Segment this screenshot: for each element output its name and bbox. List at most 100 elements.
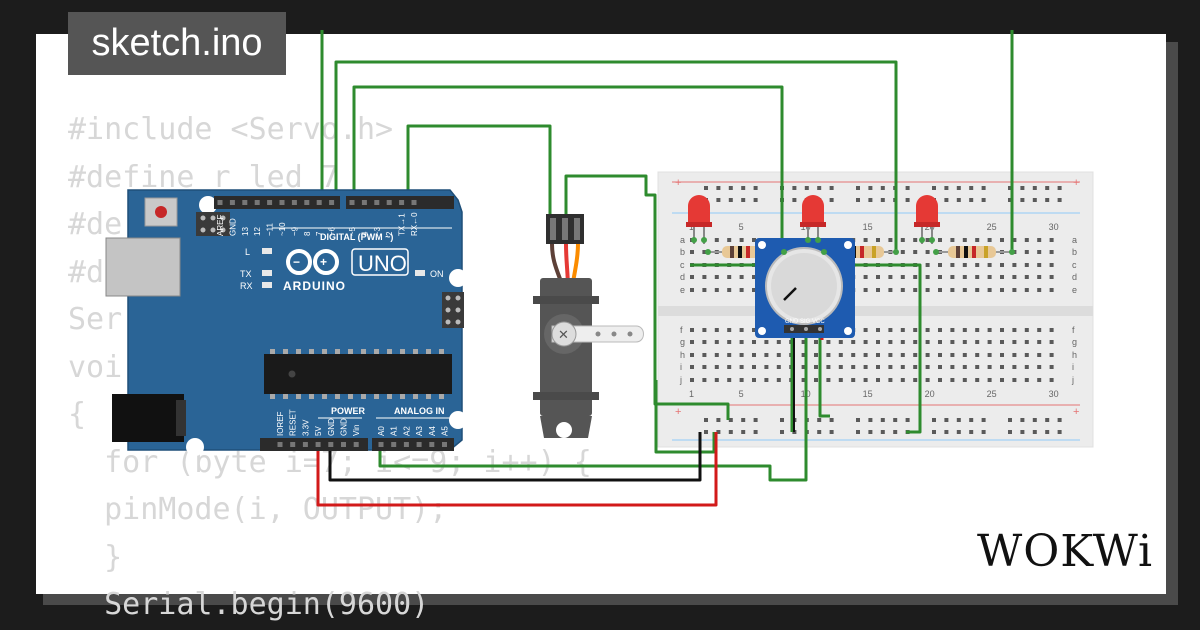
- analog-pin[interactable]: [378, 442, 384, 447]
- row-letter: e: [1072, 285, 1077, 295]
- analog-pin[interactable]: [442, 442, 447, 447]
- digital-pin[interactable]: [254, 200, 260, 205]
- reset-button-cap[interactable]: [155, 206, 167, 218]
- digital-pin[interactable]: [267, 200, 273, 205]
- wokwi-logo: WOKWi: [977, 526, 1154, 577]
- power-pin[interactable]: [290, 442, 296, 447]
- power-pin[interactable]: [302, 442, 308, 447]
- analog-header-label: ANALOG IN: [394, 406, 445, 416]
- analog-header: [372, 438, 454, 451]
- led-tx: [262, 270, 272, 276]
- wires: [316, 30, 1014, 507]
- mount-hole: [449, 269, 467, 287]
- file-name-tab[interactable]: sketch.ino: [68, 12, 286, 75]
- power-pin[interactable]: [277, 442, 283, 447]
- digital-pin-label: ~11: [266, 222, 275, 236]
- row-letter: b: [680, 247, 685, 257]
- digital-pin-label: 7: [315, 231, 324, 236]
- row-letter: i: [680, 362, 682, 372]
- row-letter: a: [680, 235, 685, 245]
- digital-header-left: [214, 196, 340, 209]
- led-on-label: ON: [430, 269, 444, 279]
- digital-pin-label: 4: [360, 231, 369, 236]
- row-letter: d: [1072, 272, 1077, 282]
- code-line: Ser: [68, 302, 123, 337]
- code-line: #include <Servo.h>: [68, 112, 394, 147]
- power-pin-label: 3.3V: [301, 419, 310, 436]
- row-letter: f: [680, 325, 683, 335]
- row-letter: d: [680, 272, 685, 282]
- analog-pin-label: A2: [402, 426, 411, 436]
- power-pin[interactable]: [353, 442, 359, 447]
- power-pin[interactable]: [328, 442, 334, 447]
- servo-motor[interactable]: ✕: [533, 214, 644, 438]
- rail-plus-label: +: [1073, 406, 1079, 418]
- power-pin[interactable]: [341, 442, 346, 447]
- svg-text:−: −: [293, 255, 300, 269]
- pot-pin-labels: GND SIG VCC: [785, 319, 825, 325]
- icsp-header: [196, 212, 230, 236]
- wire-green: [352, 85, 784, 244]
- analog-pin[interactable]: [391, 442, 397, 447]
- wire-green: [334, 60, 898, 252]
- led-rx-label: RX: [240, 281, 253, 291]
- digital-pin[interactable]: [291, 200, 297, 205]
- row-letter: f: [1072, 325, 1075, 335]
- digital-pin[interactable]: [411, 200, 417, 205]
- digital-pin[interactable]: [304, 200, 310, 205]
- mount-hole: [449, 411, 467, 429]
- digital-pin-label: ~3: [373, 226, 382, 236]
- digital-pin[interactable]: [316, 200, 322, 205]
- power-pin-label: 5V: [314, 426, 323, 436]
- digital-pin-label: AREF: [216, 215, 225, 236]
- row-letter: g: [680, 337, 685, 347]
- digital-pin[interactable]: [374, 200, 380, 205]
- analog-pin[interactable]: [403, 442, 409, 447]
- svg-text:✕: ✕: [558, 327, 569, 342]
- digital-pin[interactable]: [361, 200, 367, 205]
- digital-pin-label: 2: [385, 231, 394, 236]
- arduino-infinity-icon: − +: [286, 249, 339, 275]
- power-pin[interactable]: [315, 442, 321, 447]
- digital-pin[interactable]: [229, 200, 235, 205]
- svg-text:+: +: [320, 255, 327, 269]
- uno-badge: [351, 248, 409, 276]
- digital-pin[interactable]: [399, 200, 405, 205]
- wire-green: [818, 330, 830, 418]
- row-letter: g: [1072, 337, 1077, 347]
- rail-plus-label: +: [1073, 177, 1079, 189]
- digital-pin-label: RX←0: [410, 212, 419, 236]
- wire-red: [316, 432, 718, 507]
- analog-pin[interactable]: [429, 442, 435, 447]
- wire-green: [564, 174, 730, 420]
- power-jack-rim: [176, 400, 186, 436]
- rail-plus-label: +: [675, 177, 681, 189]
- board-brand: ARDUINO: [283, 279, 346, 293]
- digital-pin[interactable]: [217, 200, 223, 205]
- power-pin-label: RESET: [289, 409, 298, 436]
- digital-pin-label: ~5: [348, 226, 357, 236]
- power-pin-label: GND: [327, 418, 336, 436]
- digital-pin-label: ~10: [278, 222, 287, 236]
- digital-pin[interactable]: [279, 200, 285, 205]
- potentiometer-module[interactable]: GND SIG VCC: [755, 238, 855, 338]
- digital-pin[interactable]: [349, 200, 355, 205]
- code-line: #define r_led 7: [68, 159, 339, 195]
- digital-pin[interactable]: [242, 200, 248, 205]
- resistor-3[interactable]: [936, 246, 1012, 258]
- row-letter: h: [1072, 350, 1077, 360]
- analog-pin[interactable]: [416, 442, 422, 447]
- power-pin-label: Vin: [352, 425, 361, 436]
- led-l-label: L: [245, 247, 250, 257]
- digital-pin[interactable]: [329, 200, 335, 205]
- wire-black: [328, 432, 702, 482]
- digital-pin[interactable]: [386, 200, 392, 205]
- wire-green: [406, 124, 552, 218]
- column-number: 30: [1049, 222, 1059, 232]
- power-pin-label: GND: [340, 418, 349, 436]
- code-line: #de: [68, 207, 123, 242]
- led-l: [262, 248, 272, 254]
- column-number: 15: [863, 222, 873, 232]
